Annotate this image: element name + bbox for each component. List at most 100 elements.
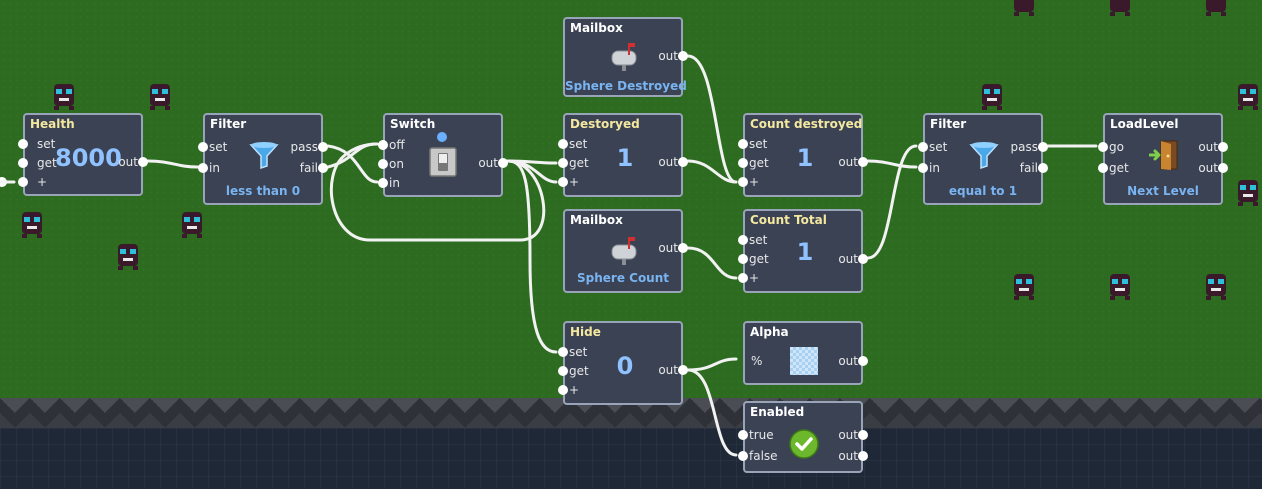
output-dot[interactable] — [1218, 142, 1228, 152]
input-dot[interactable] — [738, 139, 748, 149]
port-fail: fail — [299, 161, 318, 175]
input-dot[interactable] — [198, 142, 208, 152]
input-dot[interactable] — [738, 177, 748, 187]
output-dot[interactable] — [678, 243, 688, 253]
mailbox-channel: Sphere Count — [576, 271, 670, 285]
input-dot[interactable] — [18, 177, 28, 187]
input-dot[interactable] — [378, 140, 388, 150]
output-dot[interactable] — [318, 142, 328, 152]
input-dot[interactable] — [198, 163, 208, 173]
count-total-node[interactable]: Count Total set get + 1 out — [738, 209, 868, 293]
port-go: go — [1109, 140, 1124, 154]
input-dot[interactable] — [1098, 163, 1108, 173]
creature-sprite — [1238, 84, 1258, 110]
port-out: out — [1198, 161, 1218, 175]
filter-node-equal-to[interactable]: Filter set in pass fail equal to 1 — [918, 113, 1048, 205]
port-in: in — [389, 176, 400, 190]
port-out: out — [838, 428, 858, 442]
node-title: Hide — [570, 325, 601, 339]
output-dot[interactable] — [1038, 163, 1048, 173]
input-dot[interactable] — [738, 254, 748, 264]
creature-sprite — [22, 212, 42, 238]
port-plus: + — [569, 175, 580, 189]
input-dot[interactable] — [558, 385, 568, 395]
input-dot[interactable] — [738, 235, 748, 245]
input-dot[interactable] — [558, 158, 568, 168]
loadlevel-node[interactable]: LoadLevel go get out out Next Level — [1098, 113, 1228, 205]
port-out: out — [658, 49, 678, 63]
port-set: set — [569, 345, 588, 359]
input-dot[interactable] — [558, 347, 568, 357]
creature-sprite — [1238, 180, 1258, 206]
input-dot[interactable] — [378, 159, 388, 169]
health-node[interactable]: Health set get + 8000 out — [18, 113, 148, 196]
input-dot[interactable] — [18, 139, 28, 149]
port-pass: pass — [1010, 140, 1038, 154]
count-destroyed-node[interactable]: Count destroyed set get + 1 out — [738, 113, 868, 197]
port-out: out — [838, 449, 858, 463]
floor-tiles — [0, 428, 1262, 489]
output-dot[interactable] — [858, 451, 868, 461]
input-dot[interactable] — [738, 451, 748, 461]
input-dot[interactable] — [1098, 142, 1108, 152]
port-in: in — [929, 161, 940, 175]
node-title: LoadLevel — [1110, 117, 1179, 131]
value-display: 8000 — [55, 144, 122, 172]
input-dot[interactable] — [918, 163, 928, 173]
input-dot[interactable] — [378, 178, 388, 188]
output-dot[interactable] — [858, 356, 868, 366]
creature-sprite — [982, 84, 1002, 110]
port-out: out — [838, 354, 858, 368]
node-title: Count Total — [750, 213, 827, 227]
input-dot[interactable] — [738, 273, 748, 283]
output-dot[interactable] — [858, 430, 868, 440]
port-out: out — [658, 363, 678, 377]
mailbox-node-sphere-destroyed[interactable]: Mailbox out Sphere Destroyed — [563, 17, 688, 97]
output-dot[interactable] — [858, 254, 868, 264]
output-dot[interactable] — [498, 158, 508, 168]
node-title: Filter — [930, 117, 967, 131]
port-out: out — [658, 155, 678, 169]
filter-node-less-than[interactable]: Filter set in pass fail less than 0 — [198, 113, 328, 205]
port-in: in — [209, 161, 220, 175]
port-set: set — [569, 137, 588, 151]
creature-sprite — [54, 84, 74, 110]
input-dot[interactable] — [558, 177, 568, 187]
enabled-node[interactable]: Enabled true false out out — [738, 401, 868, 473]
input-dot[interactable] — [558, 139, 568, 149]
port-out: out — [838, 155, 858, 169]
output-dot[interactable] — [678, 51, 688, 61]
creature-sprite — [1110, 274, 1130, 300]
funnel-icon — [969, 142, 999, 169]
creature-sprite — [182, 212, 202, 238]
port-true: true — [749, 428, 774, 442]
funnel-icon — [249, 142, 279, 169]
output-dot[interactable] — [858, 157, 868, 167]
creature-sprite — [1206, 274, 1226, 300]
port-set: set — [749, 137, 768, 151]
alpha-node[interactable]: Alpha % out — [743, 321, 868, 385]
output-dot[interactable] — [678, 157, 688, 167]
mailbox-node-sphere-count[interactable]: Mailbox out Sphere Count — [563, 209, 688, 293]
port-get: get — [569, 364, 589, 378]
node-title: Count destroyed — [750, 117, 863, 131]
switch-node[interactable]: Switch off on in out — [378, 113, 508, 197]
input-dot[interactable] — [918, 142, 928, 152]
port-pass: pass — [290, 140, 318, 154]
hide-node[interactable]: Hide set get + 0 out — [558, 321, 688, 405]
input-dot[interactable] — [738, 158, 748, 168]
node-title: Enabled — [750, 405, 805, 419]
mailbox-icon — [611, 43, 637, 71]
input-dot[interactable] — [738, 430, 748, 440]
output-dot[interactable] — [678, 365, 688, 375]
destroyed-counter-node[interactable]: Destoryed set get + 1 out — [558, 113, 688, 197]
input-dot[interactable] — [18, 158, 28, 168]
port-get: get — [569, 156, 589, 170]
output-dot[interactable] — [1218, 163, 1228, 173]
output-dot[interactable] — [318, 163, 328, 173]
output-dot[interactable] — [138, 157, 148, 167]
value-display: 1 — [616, 144, 634, 172]
input-dot[interactable] — [558, 366, 568, 376]
output-dot[interactable] — [1038, 142, 1048, 152]
